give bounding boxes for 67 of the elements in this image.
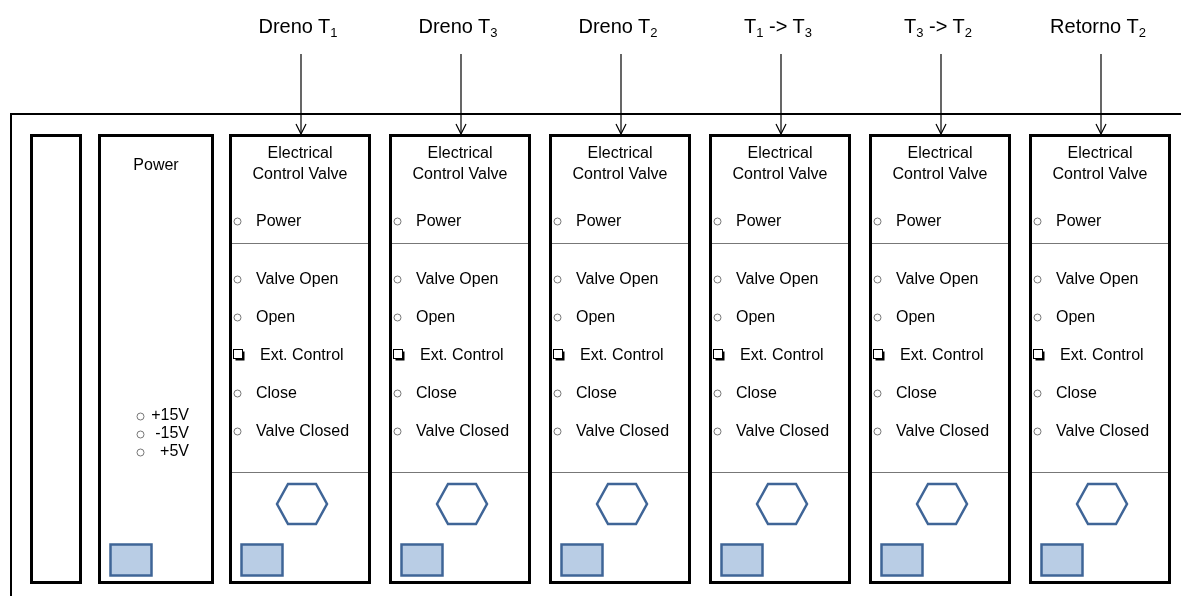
status-label: Valve Open [416, 269, 499, 289]
status-label: Power [576, 211, 622, 231]
status-label: Close [576, 383, 617, 403]
voltage-label: +15V [151, 406, 189, 424]
status-label: Ext. Control [260, 345, 344, 365]
status-label: Valve Closed [1056, 421, 1150, 441]
arrow [615, 53, 627, 135]
arrow [455, 53, 467, 135]
valve-function-label: Dreno T$_{3}$ [378, 14, 538, 40]
module-card [869, 134, 1011, 584]
voltage-label: +5V [160, 442, 189, 460]
arrow [1095, 53, 1107, 135]
module-card [1029, 134, 1171, 584]
status-label: Valve Closed [736, 421, 830, 441]
rack-frame [10, 113, 1181, 596]
module-title: Electrical Control Valve [1051, 143, 1149, 184]
status-label: Close [896, 383, 937, 403]
status-label: Open [576, 307, 616, 327]
status-label: Power [736, 211, 782, 231]
status-label: Valve Open [1056, 269, 1139, 289]
status-label: Valve Open [736, 269, 819, 289]
valve-function-label: Dreno T$_{1}$ [218, 14, 378, 40]
module-card [229, 134, 371, 584]
status-label: Valve Closed [256, 421, 350, 441]
status-label: Ext. Control [420, 345, 504, 365]
module-card [389, 134, 531, 584]
status-label: Ext. Control [900, 345, 984, 365]
module-title: Electrical Control Valve [571, 143, 669, 184]
module-card [98, 134, 214, 584]
status-label: Open [896, 307, 936, 327]
arrow [775, 53, 787, 135]
status-label: Valve Open [576, 269, 659, 289]
status-label: Close [736, 383, 777, 403]
status-label: Valve Open [256, 269, 339, 289]
module-title: Electrical Control Valve [891, 143, 989, 184]
module-title: Electrical Control Valve [251, 143, 349, 184]
valve-function-label: T$_{3}$ -> T$_{2}$ [858, 14, 1018, 40]
status-label: Close [1056, 383, 1097, 403]
valve-function-label: Dreno T$_{2}$ [538, 14, 698, 40]
arrow [295, 53, 307, 135]
module-title: Power [132, 155, 180, 175]
status-label: Valve Open [896, 269, 979, 289]
status-label: Open [416, 307, 456, 327]
module-card [709, 134, 851, 584]
status-label: Ext. Control [740, 345, 824, 365]
arrow [935, 53, 947, 135]
status-label: Valve Closed [576, 421, 670, 441]
status-label: Open [736, 307, 776, 327]
status-label: Ext. Control [580, 345, 664, 365]
status-label: Valve Closed [896, 421, 990, 441]
voltage-label: -15V [155, 424, 189, 442]
status-label: Ext. Control [1060, 345, 1144, 365]
status-label: Open [1056, 307, 1096, 327]
status-label: Power [256, 211, 302, 231]
module-title: Electrical Control Valve [731, 143, 829, 184]
module-card [549, 134, 691, 584]
status-label: Valve Closed [416, 421, 510, 441]
status-label: Power [896, 211, 942, 231]
status-label: Power [416, 211, 462, 231]
valve-function-label: T$_{1}$ -> T$_{3}$ [698, 14, 858, 40]
module-title: Electrical Control Valve [411, 143, 509, 184]
status-label: Open [256, 307, 296, 327]
status-label: Close [256, 383, 297, 403]
valve-function-label: Retorno T$_{2}$ [1018, 14, 1178, 40]
empty-slot [30, 134, 82, 584]
status-label: Close [416, 383, 457, 403]
status-label: Power [1056, 211, 1102, 231]
